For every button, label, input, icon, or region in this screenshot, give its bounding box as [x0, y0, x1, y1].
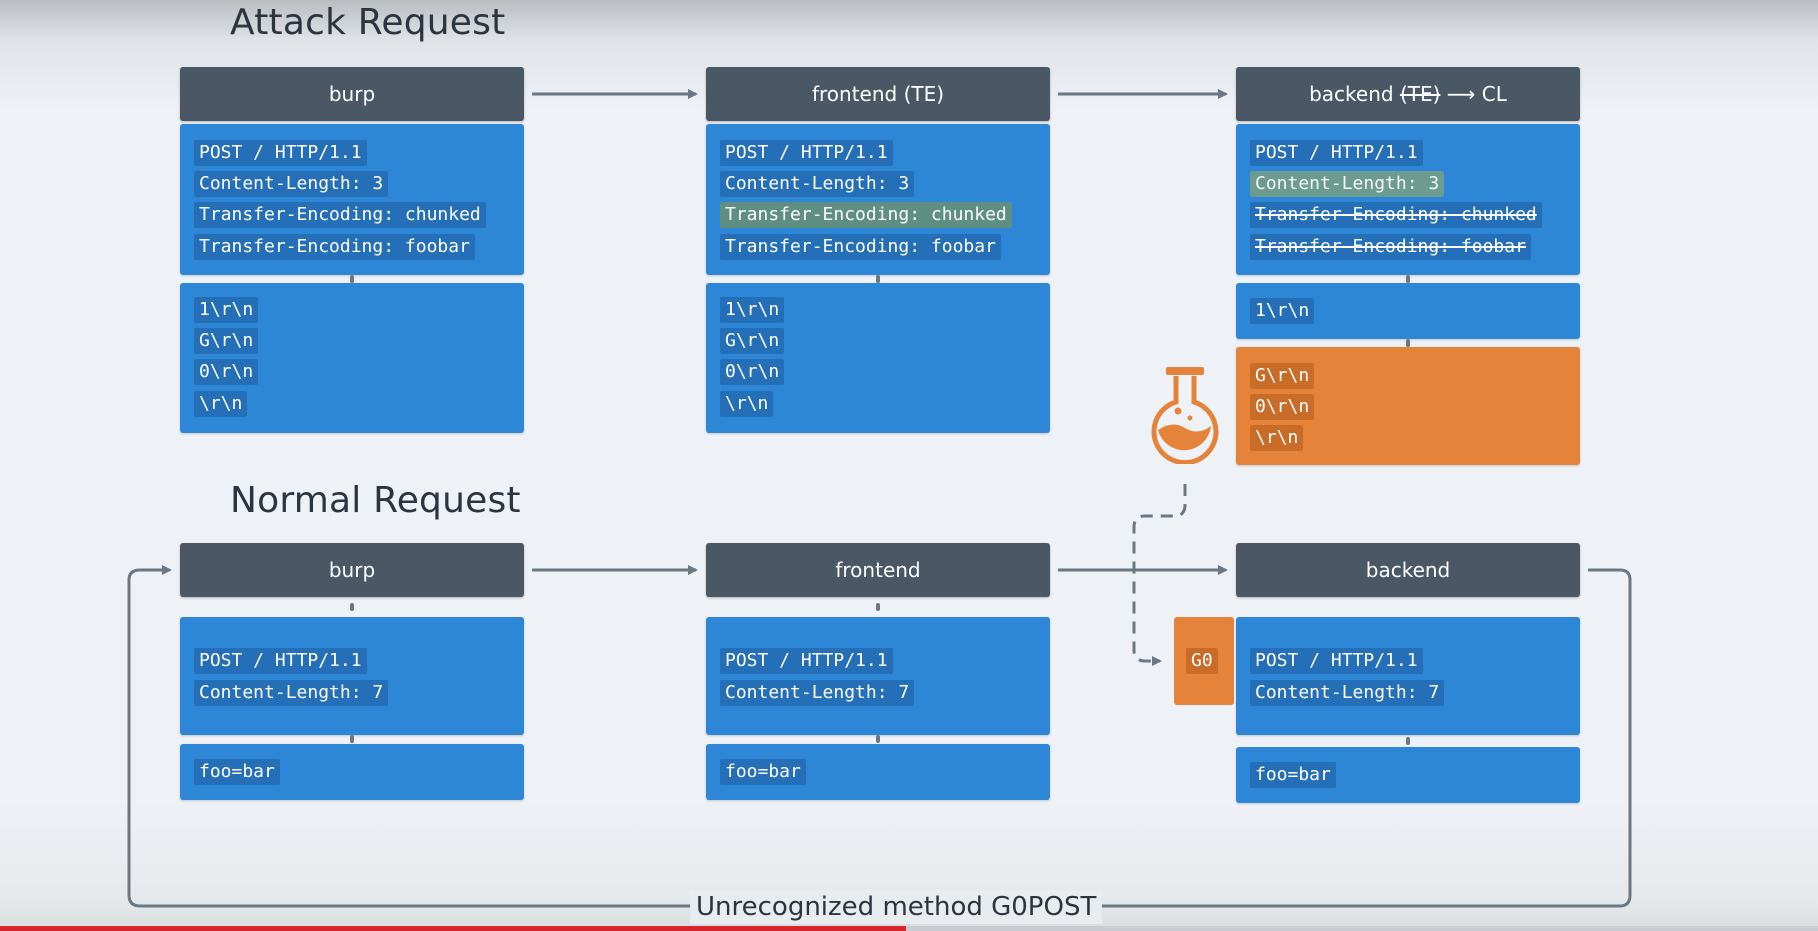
connector-dot [350, 603, 354, 611]
body-line: foo=bar [720, 759, 806, 785]
header-line: Content-Length: 7 [720, 680, 915, 706]
header-line: POST / HTTP/1.1 [720, 140, 893, 166]
header-line-ignored: Transfer-Encoding: foobar [1250, 234, 1531, 260]
header-line-highlighted: Content-Length: 3 [1250, 171, 1445, 197]
attack-backend-header: backend (TE) ⟶ CL [1236, 67, 1580, 121]
header-line: Transfer-Encoding: foobar [194, 234, 475, 260]
body-line: \r\n [194, 391, 248, 417]
smuggled-prefix-tag: G0 [1174, 617, 1234, 705]
attack-title: Attack Request [230, 2, 506, 43]
body-line: 1\r\n [1250, 298, 1315, 324]
body-line: 0\r\n [720, 359, 785, 385]
te-struck-label: (TE) [1399, 82, 1441, 106]
flask-icon [1151, 367, 1219, 464]
connector-dot [1406, 339, 1410, 347]
normal-title: Normal Request [230, 480, 521, 521]
header-line: Content-Length: 7 [194, 680, 389, 706]
header-line: Content-Length: 3 [720, 171, 915, 197]
normal-backend-headers-box: POST / HTTP/1.1 Content-Length: 7 [1236, 617, 1580, 735]
leftover-line: 0\r\n [1250, 394, 1315, 420]
header-line: Transfer-Encoding: chunked [194, 202, 486, 228]
body-line: 1\r\n [720, 297, 785, 323]
error-label: Unrecognized method G0POST [690, 890, 1103, 924]
normal-backend-body-box: foo=bar [1236, 747, 1580, 803]
body-line: foo=bar [194, 759, 280, 785]
body-line: \r\n [720, 391, 774, 417]
connector-dot [876, 603, 880, 611]
attack-frontend-header: frontend (TE) [706, 67, 1050, 121]
progress-played [0, 926, 906, 931]
attack-backend-body-box: 1\r\n [1236, 283, 1580, 339]
connector-dot [350, 275, 354, 283]
normal-backend-header: backend [1236, 543, 1580, 597]
attack-burp-body-box: 1\r\n G\r\n 0\r\n \r\n [180, 283, 524, 433]
header-line: POST / HTTP/1.1 [1250, 648, 1423, 674]
body-line: 1\r\n [194, 297, 259, 323]
header-line: POST / HTTP/1.1 [194, 648, 367, 674]
attack-burp-header: burp [180, 67, 524, 121]
smuggled-prefix: G0 [1186, 648, 1218, 674]
normal-frontend-header: frontend [706, 543, 1050, 597]
normal-frontend-headers-box: POST / HTTP/1.1 Content-Length: 7 [706, 617, 1050, 735]
attack-frontend-headers-box: POST / HTTP/1.1 Content-Length: 3 Transf… [706, 124, 1050, 275]
cl-label: ⟶ CL [1440, 82, 1507, 106]
body-line: G\r\n [194, 328, 259, 354]
connector-dot [876, 275, 880, 283]
connector-dot [876, 735, 880, 743]
video-progress-bar[interactable] [0, 926, 1818, 931]
header-line-ignored: Transfer-Encoding: chunked [1250, 202, 1542, 228]
body-line: G\r\n [720, 328, 785, 354]
normal-burp-header: burp [180, 543, 524, 597]
leftover-line: \r\n [1250, 425, 1304, 451]
header-line: Transfer-Encoding: foobar [720, 234, 1001, 260]
attack-burp-headers-box: POST / HTTP/1.1 Content-Length: 3 Transf… [180, 124, 524, 275]
attack-backend-leftover-box: G\r\n 0\r\n \r\n [1236, 347, 1580, 465]
connector-dot [350, 735, 354, 743]
header-line: POST / HTTP/1.1 [720, 648, 893, 674]
connector-dot [1406, 275, 1410, 283]
header-line-highlighted: Transfer-Encoding: chunked [720, 202, 1012, 228]
leftover-line: G\r\n [1250, 363, 1315, 389]
header-line: POST / HTTP/1.1 [194, 140, 367, 166]
normal-frontend-body-box: foo=bar [706, 744, 1050, 800]
normal-burp-body-box: foo=bar [180, 744, 524, 800]
connector-dot [1406, 737, 1410, 745]
header-line: Content-Length: 3 [194, 171, 389, 197]
normal-burp-headers-box: POST / HTTP/1.1 Content-Length: 7 [180, 617, 524, 735]
attack-backend-headers-box: POST / HTTP/1.1 Content-Length: 3 Transf… [1236, 124, 1580, 275]
header-line: POST / HTTP/1.1 [1250, 140, 1423, 166]
dashed-poison-path [1132, 484, 1187, 666]
backend-label: backend [1309, 82, 1400, 106]
body-line: foo=bar [1250, 762, 1336, 788]
header-line: Content-Length: 7 [1250, 680, 1445, 706]
body-line: 0\r\n [194, 359, 259, 385]
attack-frontend-body-box: 1\r\n G\r\n 0\r\n \r\n [706, 283, 1050, 433]
